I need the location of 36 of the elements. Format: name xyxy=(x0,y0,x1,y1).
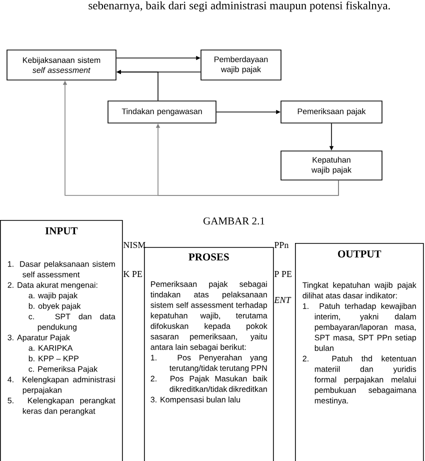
text-fragment: P PE xyxy=(274,271,292,277)
process-box: Pemberdayaan wajib pajak xyxy=(200,50,282,80)
figure-caption: GAMBAR 2.1 xyxy=(204,217,264,225)
text-box xyxy=(144,247,274,461)
paragraph: sebenarnya, baik dari segi administrasi maupun potensi fiskalnya. xyxy=(88,1,390,12)
list-item: 3. Aparatur Pajak xyxy=(8,334,70,342)
list-item: 5. Kelengkapan perangkat keras dan perangkat xyxy=(8,397,116,416)
list-item: a. wajib pajak xyxy=(28,292,78,300)
text-fragment: NISM xyxy=(123,242,146,248)
process-box: Kepatuhan wajib pajak xyxy=(280,150,382,180)
list-item: Tingkat kepatuhan wajib pajak dilihat atas dasar indikator: xyxy=(302,282,416,298)
text-box xyxy=(0,220,123,461)
box-heading: PROSES xyxy=(188,253,229,260)
text-box xyxy=(295,243,424,461)
list-item: a. KARIPKA xyxy=(28,345,73,351)
box-heading: INPUT xyxy=(45,227,78,234)
list-item: 3. Kompensasi bulan lalu xyxy=(150,396,240,404)
text-fragment: PPn xyxy=(274,242,289,248)
list-item: 2. Data akurat mengenai: xyxy=(8,282,98,290)
list-item: b. obyek pajak xyxy=(28,302,81,310)
list-item: c. SPT dan data pendukung xyxy=(28,313,116,332)
box-heading: OUTPUT xyxy=(338,250,382,258)
process-box: Pemeriksaan pajak xyxy=(280,100,382,124)
process-box: Kebijaksanaan sistem self assessment xyxy=(6,50,116,80)
list-item: 1. Patuh terhadap kewajiban interim, yakni dalam pembayaran/laporan masa, SPT masa, SPT PPn setiap bulan xyxy=(303,303,416,351)
list-item: Pemeriksaan pajak sebagai tindakan atas pelaksanaan sistem self assessment terhadap kepatuhan wajib, terutama difokuskan kepada pokok sasaran pemeriksaan, yaitu antara lain sebagai berikut: xyxy=(150,281,268,352)
list-item: 1. Pos Penyerahan yang terutang/tidak terutang PPN xyxy=(151,354,267,373)
list-item: 1. Dasar pelaksanaan sistem self assessment xyxy=(8,260,115,278)
list-item: 4. Kelengkapan administrasi perpajakan xyxy=(8,376,115,394)
list-item: 2. Patuh thd ketentuan materiil dan yuridis formal perpajakan melalui pembukuan sebagaimana mestinya. xyxy=(302,356,416,406)
text-fragment: ENT xyxy=(274,297,292,303)
text-fragment: K PE xyxy=(123,271,142,277)
list-item: 2. Pos Pajak Masukan baik dikreditkan/tidak dikreditkan xyxy=(150,376,268,392)
list-item: b. KPP – KPP xyxy=(28,355,79,362)
process-box: Tindakan pengawasan xyxy=(108,100,216,124)
list-item: c. Pemeriksa Pajak xyxy=(28,366,98,374)
